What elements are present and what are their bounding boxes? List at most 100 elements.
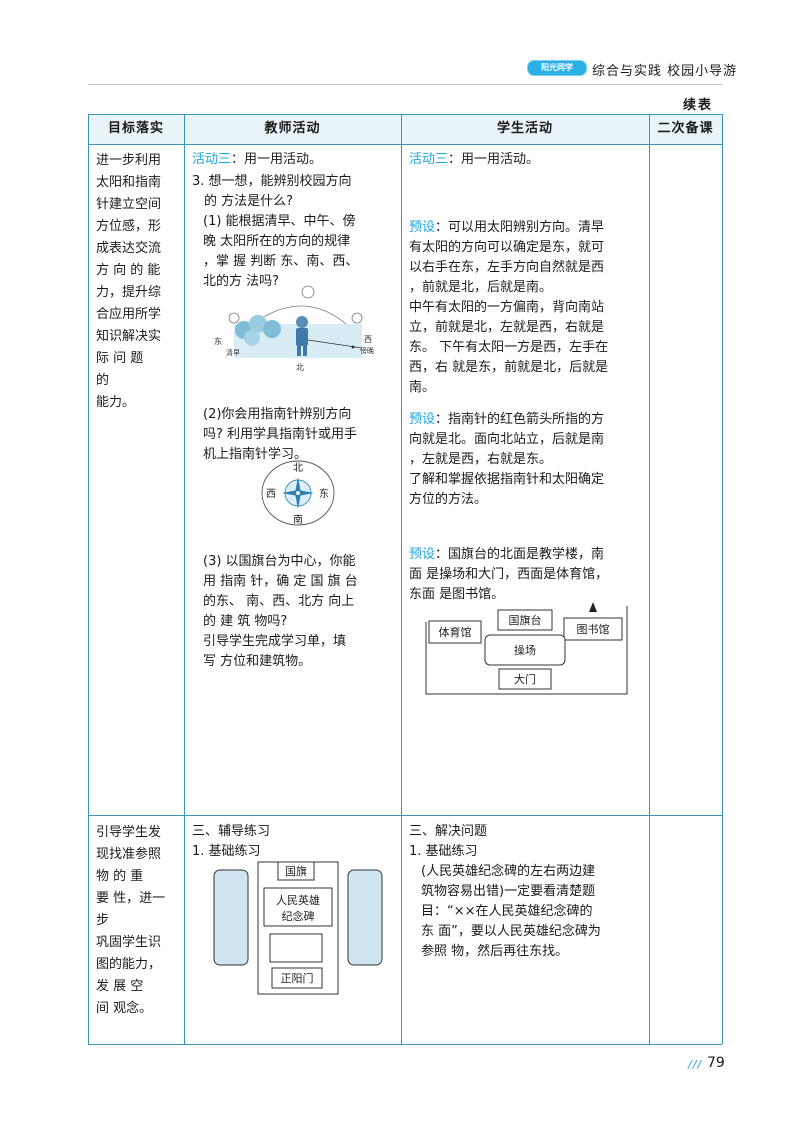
goal-line: 进一步利用 bbox=[96, 153, 162, 168]
map-gate-box bbox=[498, 668, 552, 690]
text-line: 立，前就是北，左就是西，右就是 bbox=[409, 320, 605, 335]
text-line: 参照 物，然后再往东找。 bbox=[421, 944, 569, 959]
map-gym-box bbox=[428, 620, 482, 644]
row2-goal-cell: 引导学生发 现找准参照 物 的 重 要 性，进一 步 巩固学生识 图的能力， 发… bbox=[96, 822, 178, 1020]
map-flag-platform-box bbox=[497, 609, 553, 631]
text-line: 东。 下午有太阳一方是西，左手在 bbox=[409, 340, 609, 355]
text-line: 面 是操场和大门，西面是体育馆， bbox=[409, 567, 609, 582]
trees-icon bbox=[235, 315, 281, 346]
text-line: 晚 太阳所在的方向的规律 bbox=[203, 234, 351, 249]
table-border-right bbox=[722, 114, 723, 1044]
text-line: ，前就是北，后就是南。 bbox=[409, 280, 553, 295]
text-line: 了解和掌握依据指南针和太阳确定 bbox=[409, 472, 605, 487]
teacher-question-3-1: (1) 能根据清早、中午、傍 晚 太阳所在的方向的规律 ，掌 握 判断 东、南、… bbox=[203, 212, 397, 292]
student-preview-3: 预设：国旗台的北面是教学楼，南 面 是操场和大门，西面是体育馆， 东面 是图书馆… bbox=[409, 545, 645, 605]
student-preview-2: 预设：指南针的红色箭头所指的方 向就是北。面向北站立，后就是南 ，左就是西，右就… bbox=[409, 410, 645, 510]
goal-line: 方位感，形 bbox=[96, 219, 162, 234]
map-playground-box bbox=[484, 634, 566, 666]
column-header-goal: 目标落实 bbox=[107, 121, 164, 136]
goal-line: 际 问 题 bbox=[96, 351, 144, 366]
text-line: (3) 以国旗台为中心，你能 bbox=[203, 554, 356, 569]
sun-label-west: 西 bbox=[364, 335, 372, 344]
text-line: ：可以用太阳辨别方向。清早 bbox=[435, 220, 605, 235]
text-line: ，左就是西，右就是东。 bbox=[409, 452, 553, 467]
text-line: (1) 能根据清早、中午、傍 bbox=[203, 214, 356, 229]
teacher-question-3-3: (3) 以国旗台为中心，你能 用 指南 针，确 定 国 旗 台 的东、 南、西、… bbox=[203, 552, 397, 672]
text-line: 机上指南针学习。 bbox=[203, 447, 308, 462]
section-title: 三、辅导练习 bbox=[192, 824, 271, 839]
map-flag-box bbox=[277, 861, 315, 881]
goal-line: 方 向 的 能 bbox=[96, 263, 161, 278]
map-monument-label-line1: 人民英雄 bbox=[276, 893, 320, 907]
sun-label-morning: 清早 bbox=[226, 348, 240, 357]
text-line: 的东、 南、西、北方 向上 bbox=[203, 594, 355, 609]
table-col-divider-2 bbox=[401, 114, 402, 1044]
noon-sun-icon bbox=[301, 285, 315, 299]
goal-line: 发 展 空 bbox=[96, 979, 144, 994]
goal-line: 现找准参照 bbox=[96, 847, 162, 862]
child-figure-icon bbox=[296, 316, 308, 356]
preview-tag: 预设 bbox=[409, 412, 436, 427]
compass-north-label: 北 bbox=[293, 462, 303, 474]
goal-line: 成表达交流 bbox=[96, 241, 162, 256]
text-line: 东 面”，要以人民英雄纪念碑为 bbox=[421, 924, 601, 939]
student-preview-1: 预设：可以用太阳辨别方向。清早 有太阳的方向可以确定是东，就可 以右手在东，左手… bbox=[409, 218, 645, 398]
goal-line: 合应用所学 bbox=[96, 307, 162, 322]
text-line: 筑物容易出错)一定要看清楚题 bbox=[421, 884, 596, 899]
teacher-question-3-2: (2)你会用指南针辨别方向 吗? 利用学具指南针或用手 机上指南针学习。 bbox=[203, 405, 397, 465]
continued-label: 续表 bbox=[683, 98, 714, 113]
map-gate-label: 正阳门 bbox=[281, 971, 314, 985]
table-border-bottom bbox=[88, 1044, 722, 1045]
compass-east-label: 东 bbox=[319, 487, 329, 500]
map-left-building bbox=[213, 869, 249, 966]
text-line: 南。 bbox=[409, 380, 436, 395]
row1-goal-cell: 进一步利用 太阳和指南 针建立空间 方位感，形 成表达交流 方 向 的 能 力，… bbox=[96, 150, 178, 414]
goal-line: 物 的 重 bbox=[96, 869, 144, 884]
map-right-building bbox=[347, 869, 383, 966]
text-line: 北的方 法吗? bbox=[203, 274, 280, 289]
row2-student-cell: 三、解决问题 1. 基础练习 (人民英雄纪念碑的左右两边建 筑物容易出错)一定要… bbox=[409, 822, 645, 962]
text-line: 西，右 就是东，前就是北，后就是 bbox=[409, 360, 609, 375]
preview-tag: 预设 bbox=[409, 220, 436, 235]
goal-line: 间 观念。 bbox=[96, 1001, 153, 1016]
text-line: 方位的方法。 bbox=[409, 492, 488, 507]
compass-illustration: 北 南 西 东 bbox=[261, 460, 335, 526]
activity-text: ：用一用活动。 bbox=[231, 152, 323, 167]
header-title: 综合与实践 校园小导游 bbox=[592, 64, 738, 79]
brand-logo: 阳光同学 bbox=[527, 60, 587, 76]
text-line: (2)你会用指南针辨别方向 bbox=[203, 407, 352, 422]
goal-line: 步 bbox=[96, 913, 110, 928]
text-line: 吗? 利用学具指南针或用手 bbox=[203, 427, 358, 442]
table-header-background bbox=[88, 114, 722, 144]
footer-decoration: /// bbox=[688, 1058, 703, 1071]
table-col-divider-3 bbox=[649, 114, 650, 1044]
section-title: 三、解决问题 bbox=[409, 824, 488, 839]
table-col-divider-1 bbox=[184, 114, 185, 1044]
goal-line: 图的能力， bbox=[96, 957, 162, 972]
goal-line: 要 性，进一 bbox=[96, 891, 166, 906]
text-line: 的 方法是什么? bbox=[204, 194, 294, 209]
text-line: 有太阳的方向可以确定是东，就可 bbox=[409, 240, 605, 255]
map-library-box bbox=[563, 617, 623, 641]
activity-tag: 活动三 bbox=[192, 152, 232, 167]
map-blank-box bbox=[269, 933, 323, 963]
compass-south-label: 南 bbox=[293, 513, 303, 526]
goal-line: 巩固学生识 bbox=[96, 935, 162, 950]
column-header-revision: 二次备课 bbox=[657, 121, 714, 136]
activity-tag: 活动三 bbox=[409, 152, 449, 167]
item-title: 1. 基础练习 bbox=[409, 844, 478, 859]
campus-map: 体育馆 国旗台 图书馆 操场 大门 bbox=[425, 602, 628, 695]
text-line: 写 方位和建筑物。 bbox=[203, 654, 312, 669]
map-flag-platform-label: 国旗台 bbox=[509, 613, 542, 627]
text-line: ：指南针的红色箭头所指的方 bbox=[435, 412, 605, 427]
map-library-label: 图书馆 bbox=[577, 622, 610, 636]
teacher-question-3: 3. 想一想，能辨别校园方向 的 方法是什么? bbox=[192, 172, 396, 212]
text-line: (人民英雄纪念碑的左右两边建 bbox=[421, 864, 596, 879]
column-header-student: 学生活动 bbox=[496, 121, 553, 136]
sun-direction-illustration: 东 清早 西 傍晚 北 bbox=[214, 285, 374, 372]
column-header-teacher: 教师活动 bbox=[264, 121, 321, 136]
map-monument-box bbox=[263, 887, 333, 927]
goal-line: 太阳和指南 bbox=[96, 175, 162, 190]
campus-boundary bbox=[425, 606, 628, 695]
goal-line: 针建立空间 bbox=[96, 197, 162, 212]
